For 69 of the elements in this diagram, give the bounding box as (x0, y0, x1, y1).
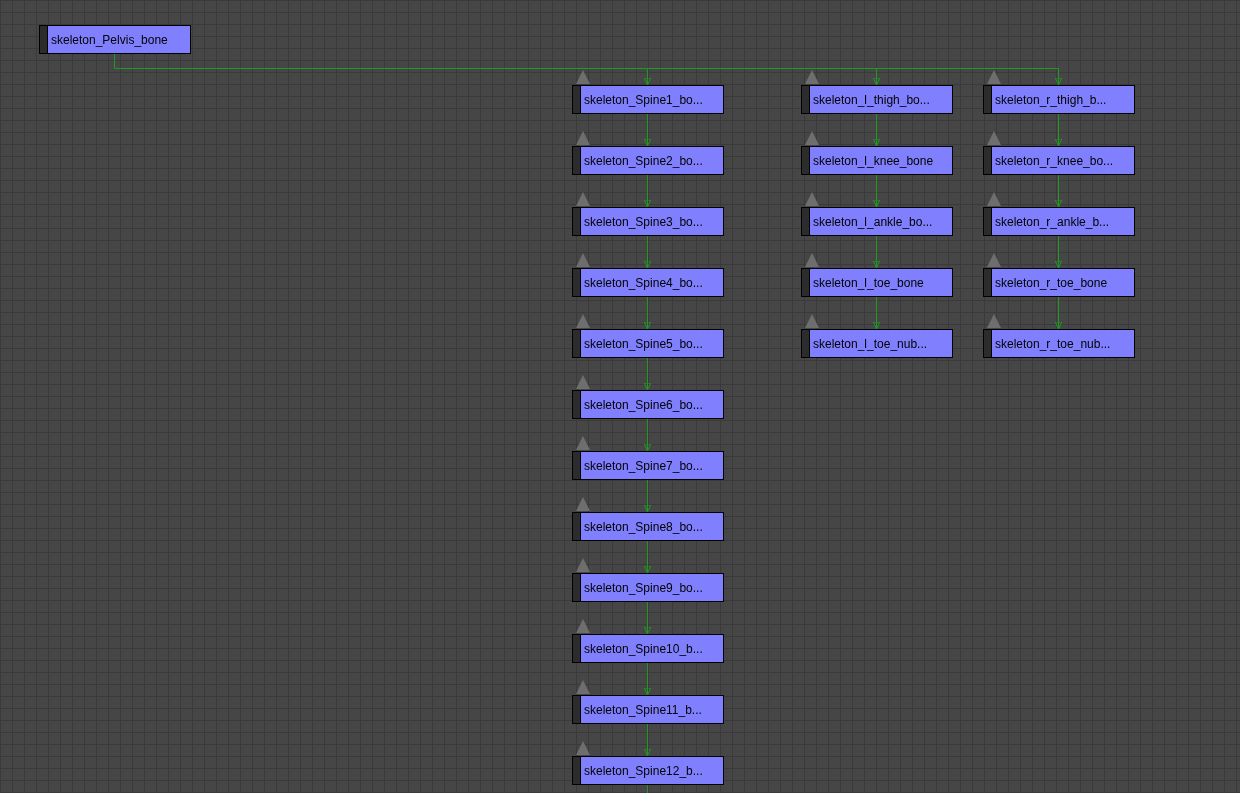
node-label: skeleton_Spine7_bo... (584, 458, 703, 473)
bone-node (572, 268, 724, 297)
bone-node (572, 512, 724, 541)
connector-arrow (1054, 68, 1063, 86)
bone-node (801, 146, 953, 175)
bone-node (572, 146, 724, 175)
connector-arrow (643, 296, 652, 330)
connector-arrow (872, 113, 881, 147)
connector-arrow (872, 174, 881, 208)
bone-node (39, 25, 191, 54)
bone-node (572, 451, 724, 480)
node-label: skeleton_l_thigh_bo... (813, 92, 930, 107)
bone-node (572, 390, 724, 419)
node-label: skeleton_Spine5_bo... (584, 336, 703, 351)
bone-node (572, 85, 724, 114)
connector-arrow (643, 662, 652, 696)
bone-node (572, 695, 724, 724)
bone-node (983, 146, 1135, 175)
node-label: skeleton_Spine4_bo... (584, 275, 703, 290)
connector-arrow (643, 601, 652, 635)
bone-node (572, 207, 724, 236)
node-label: skeleton_Spine6_bo... (584, 397, 703, 412)
connector-arrow (643, 418, 652, 452)
connector-arrow (643, 174, 652, 208)
connector-arrow (1054, 235, 1063, 269)
bone-node (801, 85, 953, 114)
bone-node (983, 85, 1135, 114)
bone-node (572, 634, 724, 663)
node-label: skeleton_Spine12_b... (584, 763, 703, 778)
connector-arrow (643, 235, 652, 269)
connector-arrow (1054, 174, 1063, 208)
bone-node (983, 268, 1135, 297)
node-label: skeleton_Spine2_bo... (584, 153, 703, 168)
bone-node (983, 207, 1135, 236)
node-label: skeleton_r_thigh_b... (995, 92, 1107, 107)
bone-node (801, 329, 953, 358)
bone-node (572, 573, 724, 602)
bone-node (572, 756, 724, 785)
node-label: skeleton_r_ankle_b... (995, 214, 1110, 229)
connector-arrow (872, 296, 881, 330)
bone-node (801, 268, 953, 297)
node-label: skeleton_Pelvis_bone (51, 32, 168, 47)
node-label: skeleton_Spine10_b... (584, 641, 703, 656)
node-label: skeleton_Spine3_bo... (584, 214, 703, 229)
node-label: skeleton_l_toe_bone (813, 275, 924, 290)
node-label: skeleton_l_toe_nub... (813, 336, 928, 351)
connector-arrow (643, 68, 652, 86)
connector-arrow (1054, 113, 1063, 147)
connector-arrow (872, 235, 881, 269)
connector-arrow (643, 723, 652, 757)
connector-arrow (643, 540, 652, 574)
bone-node (983, 329, 1135, 358)
node-label: skeleton_Spine1_bo... (584, 92, 703, 107)
node-label: skeleton_l_ankle_bo... (813, 214, 933, 229)
connector-arrow (643, 357, 652, 391)
node-label: skeleton_r_knee_bo... (995, 153, 1114, 168)
connector-arrow (643, 113, 652, 147)
bone-node (572, 329, 724, 358)
node-label: skeleton_l_knee_bone (813, 153, 934, 168)
connector-arrow (1054, 296, 1063, 330)
connector-arrow (872, 68, 881, 86)
node-label: skeleton_r_toe_bone (995, 275, 1108, 290)
node-label: skeleton_r_toe_nub... (995, 336, 1111, 351)
connector-arrow (114, 53, 1059, 69)
node-label: skeleton_Spine11_b... (584, 702, 702, 717)
connector-arrow (643, 479, 652, 513)
node-label: skeleton_Spine8_bo... (584, 519, 703, 534)
bone-node (801, 207, 953, 236)
node-label: skeleton_Spine9_bo... (584, 580, 703, 595)
